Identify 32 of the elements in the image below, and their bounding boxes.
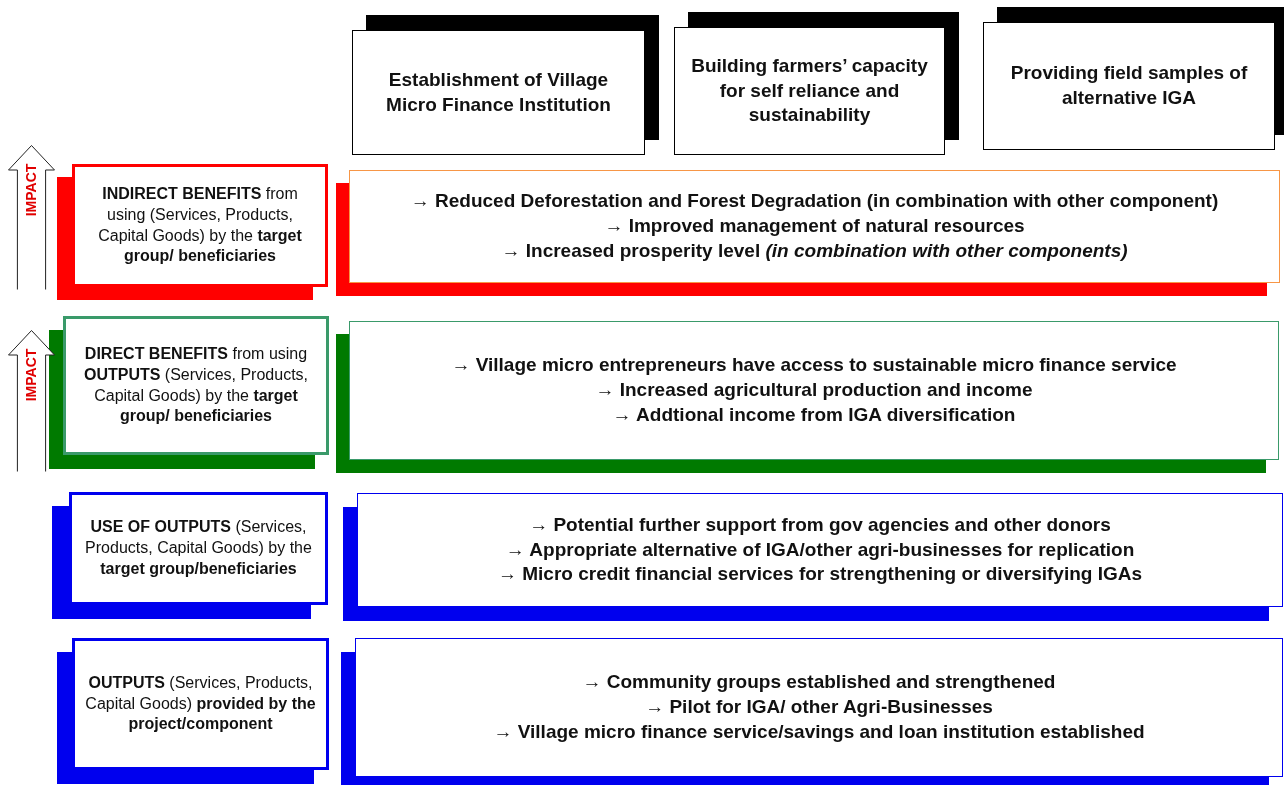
result-box bbox=[336, 321, 1279, 473]
bullet-text: → Pilot for IGA/ other Agri-Businesses bbox=[645, 695, 993, 720]
top-box bbox=[983, 7, 1284, 150]
bullet-text: → Increased prosperity level (in combination with other components) bbox=[501, 238, 1128, 263]
bullet-text: → Addtional income from IGA diversification bbox=[612, 402, 1016, 427]
bullet-text: → Reduced Deforestation and Forest Degradation (in combination with other component) bbox=[410, 189, 1219, 214]
level-text: USE OF OUTPUTS (Services, Products, Capital Goods) by the target group/beneficiaries bbox=[84, 517, 313, 579]
bullet-text: → Micro credit financial services for strengthening or diversifying IGAs bbox=[497, 562, 1143, 587]
level-text: DIRECT BENEFITS from using OUTPUTS (Services, Products, Capital Goods) by the target group/ beneficiaries bbox=[82, 343, 310, 427]
top-box bbox=[352, 15, 659, 155]
level-box bbox=[49, 316, 329, 469]
level-text: OUTPUTS (Services, Products, Capital Goods) provided by the project/component bbox=[84, 672, 317, 735]
bullet-text: → Village micro finance service/savings and loan institution established bbox=[493, 719, 1145, 744]
top-box bbox=[674, 12, 959, 155]
bullet-text: → Village micro entrepreneurs have access to sustainable micro finance service bbox=[451, 353, 1177, 378]
result-box bbox=[336, 170, 1280, 296]
activity-text: Building farmers’ capacity for self reliance and sustainability bbox=[690, 53, 929, 128]
level-box bbox=[52, 492, 328, 619]
activity-text: Establishment of Village Micro Finance Institution bbox=[385, 67, 612, 117]
impact-label: IMPACT bbox=[22, 163, 39, 217]
level-box bbox=[57, 638, 329, 784]
impact-label: IMPACT bbox=[22, 348, 39, 402]
result-box bbox=[341, 638, 1283, 785]
activity-text: Providing field samples of alternative IGA bbox=[1009, 61, 1249, 110]
bullet-text: → Appropriate alternative of IGA/other agri-businesses for replication bbox=[505, 537, 1135, 562]
bullet-text: → Community groups established and strengthened bbox=[582, 670, 1056, 695]
bullet-text: → Increased agricultural production and income bbox=[595, 378, 1033, 403]
level-text: INDIRECT BENEFITS from using (Services, Products, Capital Goods) by the target group/ beneficiaries bbox=[97, 183, 303, 267]
bullet-text: → Improved management of natural resources bbox=[604, 214, 1025, 239]
bullet-text: → Potential further support from gov agencies and other donors bbox=[529, 512, 1111, 537]
result-box bbox=[343, 493, 1283, 621]
level-box bbox=[57, 164, 328, 300]
